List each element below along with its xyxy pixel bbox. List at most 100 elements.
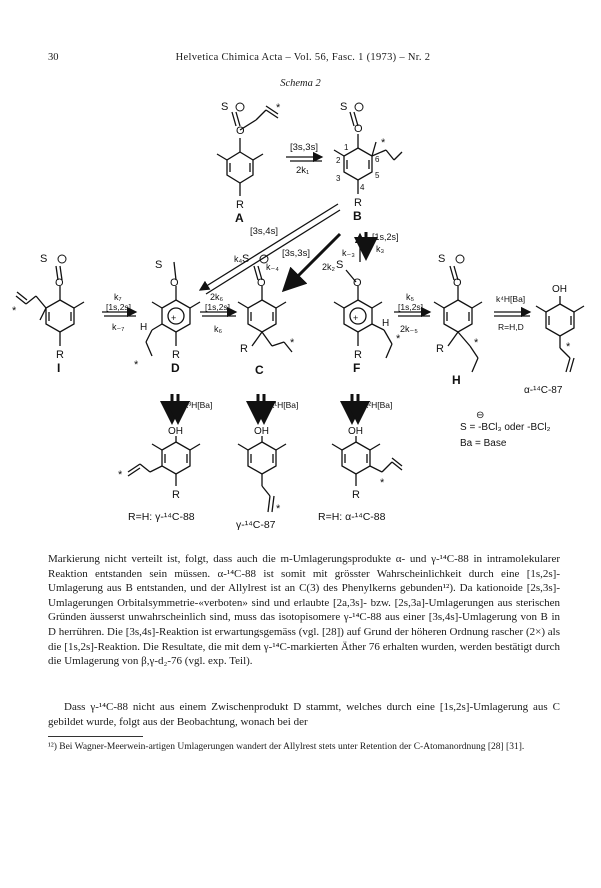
alpha87-star-label: * <box>566 341 571 353</box>
b-ring-2: 2 <box>336 156 341 165</box>
alpha88-r-label: R <box>352 489 360 501</box>
label-c: C <box>255 363 264 377</box>
b-ring-6: 6 <box>375 155 380 164</box>
f-r-label: R <box>354 349 362 361</box>
d-r-label: R <box>172 349 180 361</box>
i-star-label: * <box>12 305 17 317</box>
alpha87-oh-label: OH <box>552 284 567 295</box>
product-alpha-87 <box>535 296 585 373</box>
a-s-label: S <box>221 101 228 113</box>
d-h-label: H <box>140 322 147 333</box>
h-star-label: * <box>474 337 479 349</box>
arrow-ab-bottom: 2k₁ <box>296 165 309 176</box>
label-i: I <box>57 361 60 375</box>
product-alpha-88-label: R=H: α-¹⁴C-88 <box>318 511 386 523</box>
a-r-label: R <box>236 199 244 211</box>
arrow-diag-label: [3s,4s] <box>250 226 278 237</box>
alpha88-oh-label: OH <box>348 426 363 437</box>
product-gamma-88 <box>127 436 201 486</box>
i-o-label: O <box>55 277 64 289</box>
h-plus-charge-icon <box>455 254 465 264</box>
schema-title: Schema 2 <box>280 78 321 89</box>
f-star-label: * <box>396 333 401 345</box>
body-paragraph-1: Markierung nicht verteilt ist, folgt, da… <box>48 553 560 668</box>
d-star-label: * <box>134 359 139 371</box>
a-o-label: O <box>236 125 245 137</box>
legend-s: S = -BCl₃ oder -BCl₂ <box>460 422 551 433</box>
footnote-rule <box>48 736 143 737</box>
b-r-label: R <box>354 197 362 209</box>
h-o-label: O <box>453 277 462 289</box>
b-star-label: * <box>381 137 386 149</box>
gamma87-star-label: * <box>276 503 281 515</box>
label-a: A <box>235 211 244 225</box>
f-o-label: O <box>353 277 362 289</box>
arrow-fh-top: k₅ <box>406 292 415 302</box>
body-paragraph-2: Dass γ-¹⁴C-88 nicht aus einem Zwischenpr… <box>48 701 560 728</box>
alpha88-star-label: * <box>380 477 385 489</box>
f-s-label: S <box>336 259 343 271</box>
gamma88-star-label: * <box>118 469 123 481</box>
gamma88-oh-label: OH <box>168 426 183 437</box>
arrow-ab-top: [3s,3s] <box>290 142 318 153</box>
f-plus-label: + <box>353 313 358 323</box>
i-plus-charge-icon <box>57 254 67 264</box>
arrow-diag-km: k₋₄ <box>266 262 279 272</box>
arrow-id-bottom: k₋₇ <box>112 322 124 332</box>
product-gamma-87 <box>237 436 287 513</box>
page-number: 30 <box>48 52 59 63</box>
footnote: ¹²) Bei Wagner-Meerwein-artigen Umlageru… <box>48 742 525 752</box>
down-arrows <box>160 394 370 425</box>
label-f: F <box>353 361 360 375</box>
arrow-dc-bottom: k₆ <box>214 324 223 334</box>
d-plus-label: + <box>171 313 176 323</box>
arrow-b-down-label: [1s,2s] <box>372 232 399 242</box>
b-plus-charge-icon <box>354 102 364 112</box>
legend-minus: ⊖ <box>476 410 484 421</box>
compound-d <box>145 261 201 357</box>
d-s-label: S <box>155 259 162 271</box>
arrow-hp-bottom: R=H,D <box>498 322 524 332</box>
arrow-diag-k: k₄ <box>234 254 243 264</box>
arrow-fh-bottom: 2k₋₅ <box>400 324 418 334</box>
product-gamma-88-label: R=H: γ-¹⁴C-88 <box>128 511 195 523</box>
product-alpha-88 <box>331 436 403 486</box>
c-plus-charge-icon <box>259 254 269 264</box>
arrow-dc-top: 2k₆ <box>210 292 224 302</box>
h-s-label: S <box>438 253 445 265</box>
b-ring-5: 5 <box>375 171 380 180</box>
compound-h <box>433 265 483 373</box>
i-r-label: R <box>56 349 64 361</box>
h-r-label: R <box>436 343 444 355</box>
arrow-hp-top: k⁴H[Ba] <box>496 294 525 304</box>
compound-f <box>333 269 393 359</box>
gamma87-oh-label: OH <box>254 426 269 437</box>
arrow-c-down: k¹H[Ba] <box>270 400 298 410</box>
c-o-label: O <box>257 277 266 289</box>
c-star-label: * <box>290 337 295 349</box>
arrow-fh-mid: [1s,2s] <box>398 302 423 312</box>
f-h-label: H <box>382 318 389 329</box>
b-ring-4: 4 <box>360 183 365 192</box>
b-ring-3: 3 <box>336 174 341 183</box>
compound-i <box>15 265 85 346</box>
arrow-d-down: k³H[Ba] <box>184 400 212 410</box>
a-plus-charge-icon <box>235 102 245 112</box>
page-header: 30 Helvetica Chimica Acta – Vol. 56, Fas… <box>48 52 558 66</box>
c-r-label: R <box>240 343 248 355</box>
gamma88-r-label: R <box>172 489 180 501</box>
running-title: Helvetica Chimica Acta – Vol. 56, Fasc. … <box>175 52 431 63</box>
compound-a <box>216 105 279 196</box>
arrow-bc-k: 2k₂ <box>322 262 336 272</box>
reaction-scheme: O S * R A [3s,3s] 2k₁ O S * 1 2 3 4 5 6 … <box>12 101 585 531</box>
b-ring-1: 1 <box>344 143 349 152</box>
arrow-dc-mid: [1s,2s] <box>205 302 230 312</box>
i-s-label: S <box>40 253 47 265</box>
c-s-label: S <box>242 253 249 265</box>
arrow-bc-label: [3s,3s] <box>282 248 310 259</box>
arrow-id-mid: [1s,2s] <box>106 302 131 312</box>
arrow-b-down-k: k₃ <box>376 244 385 254</box>
label-b: B <box>353 209 362 223</box>
compound-c <box>237 265 293 353</box>
product-alpha-87-label: α-¹⁴C-87 <box>524 385 563 396</box>
